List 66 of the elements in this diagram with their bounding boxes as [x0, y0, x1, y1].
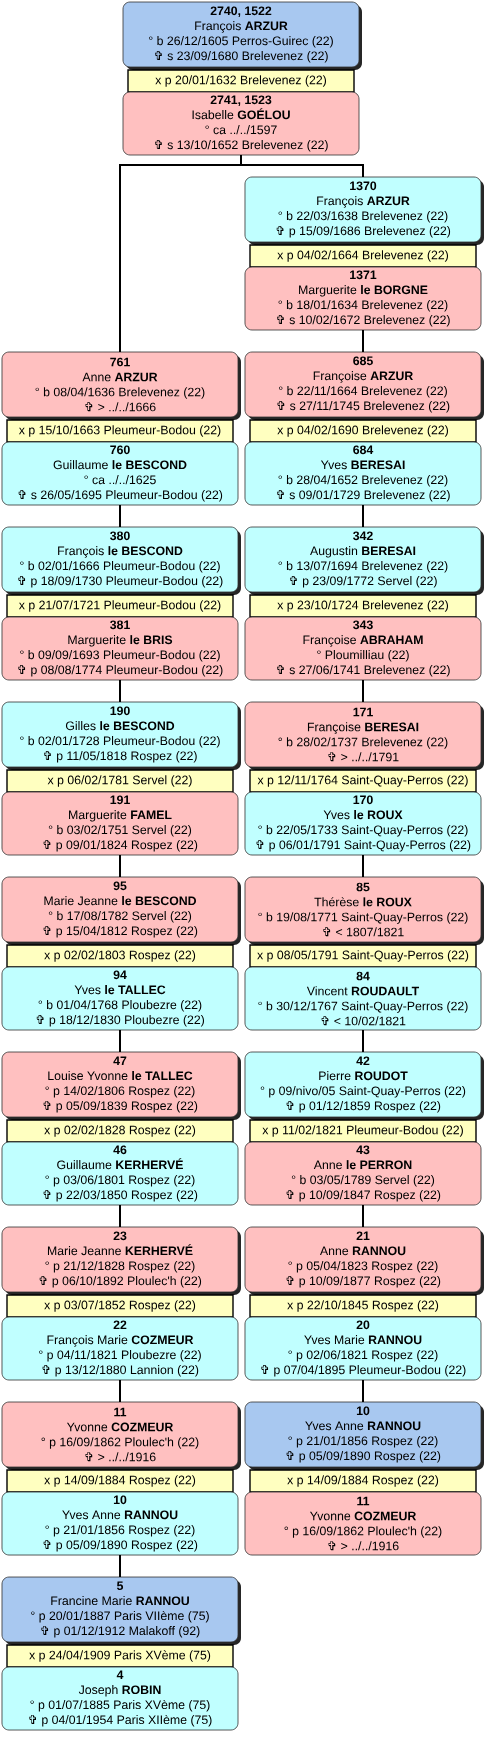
person-box: 46 Guillaume KERHERVÉ ° p 03/06/1801 Rospez (22) ✞ p 22/03/1850 Rospez (22): [1, 1141, 239, 1206]
person-box: 380 François le BESCOND ° b 02/01/1666 Pleumeur-Bodou (22) ✞ p 18/09/1730 Pleumeur-Bodou (22): [1, 526, 241, 595]
person-box: 684 Yves BERESAI ° b 28/04/1652 Brelevenez (22) ✞ s 09/01/1729 Brelevenez (22): [244, 441, 482, 506]
marriage-band: x p 15/10/1663 Pleumeur-Bodou (22): [6, 419, 234, 443]
marriage-band: x p 02/02/1828 Rospez (22): [6, 1119, 234, 1143]
connector-line: [119, 854, 121, 878]
person-box: 2740, 1522 François ARZUR ° b 26/12/1605 Perros-Guirec (22) ✞ s 23/09/1680 Brelevenez (22): [122, 1, 362, 70]
person-box: 191 Marguerite FAMEL ° b 03/02/1751 Servel (22) ✞ p 09/01/1824 Rospez (22): [1, 791, 239, 856]
person-box: 85 Thérèse le ROUX ° b 19/08/1771 Saint-Quay-Perros (22) ✞ < 1807/1821: [244, 876, 484, 945]
person-box: 43 Anne le PERRON ° b 03/05/1789 Servel (22) ✞ p 10/09/1847 Rospez (22): [244, 1141, 482, 1206]
connector-line: [119, 679, 121, 703]
person-box: 10 Yves Anne RANNOU ° p 21/01/1856 Rospez (22) ✞ p 05/09/1890 Rospez (22): [1, 1491, 239, 1556]
person-box: 170 Yves le ROUX ° b 22/05/1733 Saint-Quay-Perros (22) ✞ p 06/01/1791 Saint-Quay-Perros (22): [244, 791, 482, 856]
connector-line: [119, 504, 121, 528]
connector-line: [119, 1029, 121, 1053]
connector-line: [119, 1554, 121, 1578]
connector-line: [362, 1379, 364, 1403]
marriage-band: x p 21/07/1721 Pleumeur-Bodou (22): [6, 594, 234, 618]
person-box: 190 Gilles le BESCOND ° b 02/01/1728 Pleumeur-Bodou (22) ✞ p 11/05/1818 Rospez (22): [1, 701, 241, 770]
person-box: 381 Marguerite le BRIS ° b 09/09/1693 Pleumeur-Bodou (22) ✞ p 08/08/1774 Pleumeur-Bodou (22): [1, 616, 239, 681]
person-box: 760 Guillaume le BESCOND ° ca ../../1625 ✞ s 26/05/1695 Pleumeur-Bodou (22): [1, 441, 239, 506]
marriage-band: x p 03/07/1852 Rospez (22): [6, 1294, 234, 1318]
person-box: 343 Françoise ABRAHAM ° Ploumilliau (22) ✞ s 27/06/1741 Brelevenez (22): [244, 616, 482, 681]
marriage-band: x p 12/11/1764 Saint-Quay-Perros (22): [249, 769, 477, 793]
marriage-band: x p 24/04/1909 Paris XVème (75): [6, 1644, 234, 1668]
person-box: 342 Augustin BERESAI ° b 13/07/1694 Brelevenez (22) ✞ p 23/09/1772 Servel (22): [244, 526, 484, 595]
marriage-band: x p 11/02/1821 Pleumeur-Bodou (22): [249, 1119, 477, 1143]
person-box: 22 François Marie COZMEUR ° p 04/11/1821 Ploubezre (22) ✞ p 13/12/1880 Lannion (22): [1, 1316, 239, 1381]
marriage-band: x p 14/09/1884 Rospez (22): [249, 1469, 477, 1493]
marriage-band: x p 04/02/1690 Brelevenez (22): [249, 419, 477, 443]
marriage-band: x p 06/02/1781 Servel (22): [6, 769, 234, 793]
person-box: 1370 François ARZUR ° b 22/03/1638 Brelevenez (22) ✞ p 15/09/1686 Brelevenez (22): [244, 176, 484, 245]
person-box: 23 Marie Jeanne KERHERVÉ ° p 21/12/1828 Rospez (22) ✞ p 06/10/1892 Ploulec'h (22): [1, 1226, 241, 1295]
marriage-band: x p 08/05/1791 Saint-Quay-Perros (22): [249, 944, 477, 968]
person-box: 761 Anne ARZUR ° b 08/04/1636 Brelevenez (22) ✞ > ../../1666: [1, 351, 241, 420]
person-box: 94 Yves le TALLEC ° b 01/04/1768 Ploubezre (22) ✞ p 18/12/1830 Ploubezre (22): [1, 966, 239, 1031]
connector-line: [362, 1204, 364, 1228]
connector-line: [362, 329, 364, 353]
person-box: 685 Françoise ARZUR ° b 22/11/1664 Brelevenez (22) ✞ s 27/11/1745 Brelevenez (22): [244, 351, 484, 420]
connector-line: [362, 854, 364, 878]
connector-line: [362, 679, 364, 703]
connector-line: [362, 1029, 364, 1053]
marriage-band: x p 14/09/1884 Rospez (22): [6, 1469, 234, 1493]
marriage-band: x p 20/01/1632 Brelevenez (22): [127, 69, 355, 93]
connector-line: [362, 504, 364, 528]
person-box: 5 Francine Marie RANNOU ° p 20/01/1887 Paris VIIème (75) ✞ p 01/12/1912 Malakoff (92): [1, 1576, 241, 1645]
marriage-band: x p 04/02/1664 Brelevenez (22): [249, 244, 477, 268]
person-box: 2741, 1523 Isabelle GOÉLOU ° ca ../../1597 ✞ s 13/10/1652 Brelevenez (22): [122, 91, 360, 156]
person-box: 171 Françoise BERESAI ° b 28/02/1737 Brelevenez (22) ✞ > ../../1791: [244, 701, 484, 770]
connector-line: [119, 1379, 121, 1403]
person-box: 95 Marie Jeanne le BESCOND ° b 17/08/1782 Servel (22) ✞ p 15/04/1812 Rospez (22): [1, 876, 241, 945]
marriage-band: x p 22/10/1845 Rospez (22): [249, 1294, 477, 1318]
person-box: 10 Yves Anne RANNOU ° p 21/01/1856 Rospez (22) ✞ p 05/09/1890 Rospez (22): [244, 1401, 484, 1470]
person-box: 4 Joseph ROBIN ° p 01/07/1885 Paris XVème (75) ✞ p 04/01/1954 Paris XIIème (75): [1, 1666, 239, 1731]
person-box: 1371 Marguerite le BORGNE ° b 18/01/1634 Brelevenez (22) ✞ s 10/02/1672 Brelevenez (22): [244, 266, 482, 331]
person-box: 11 Yvonne COZMEUR ° p 16/09/1862 Ploulec'h (22) ✞ > ../../1916: [244, 1491, 482, 1556]
connector-line: [119, 1204, 121, 1228]
person-box: 11 Yvonne COZMEUR ° p 16/09/1862 Ploulec'h (22) ✞ > ../../1916: [1, 1401, 241, 1470]
connector-line: [240, 154, 364, 178]
person-box: 21 Anne RANNOU ° p 05/04/1823 Rospez (22) ✞ p 10/09/1877 Rospez (22): [244, 1226, 484, 1295]
person-box: 84 Vincent ROUDAULT ° b 30/12/1767 Saint-Quay-Perros (22) ✞ < 10/02/1821: [244, 966, 482, 1031]
person-box: 20 Yves Marie RANNOU ° p 02/06/1821 Rospez (22) ✞ p 07/04/1895 Pleumeur-Bodou (22): [244, 1316, 482, 1381]
person-box: 42 Pierre ROUDOT ° p 09/nivo/05 Saint-Quay-Perros (22) ✞ p 01/12/1859 Rospez (22): [244, 1051, 484, 1120]
person-box: 47 Louise Yvonne le TALLEC ° p 14/02/1806 Rospez (22) ✞ p 05/09/1839 Rospez (22): [1, 1051, 241, 1120]
marriage-band: x p 23/10/1724 Brelevenez (22): [249, 594, 477, 618]
marriage-band: x p 02/02/1803 Rospez (22): [6, 944, 234, 968]
